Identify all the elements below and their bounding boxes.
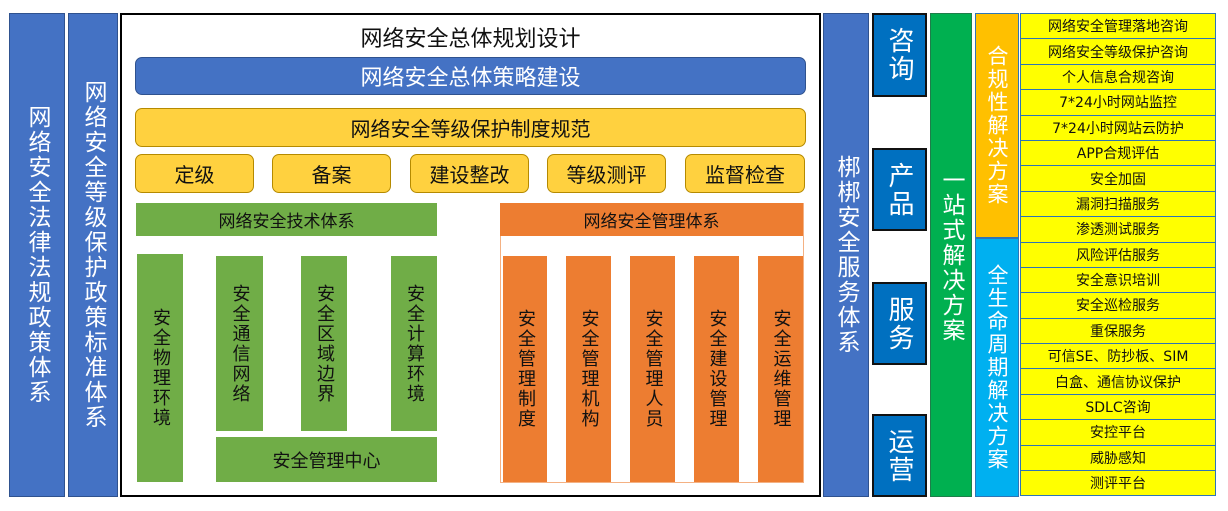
service-item: 风险评估服务 (1020, 241, 1216, 268)
main-panel (120, 13, 821, 497)
step-box: 备案 (272, 154, 391, 193)
service-item: 安全巡检服务 (1020, 292, 1216, 319)
tech-column: 安全区域边界 (301, 256, 347, 431)
service-item: APP合规评估 (1020, 139, 1216, 167)
policy-column: 网络安全法律法规政策体系 (9, 13, 65, 497)
mgmt-column: 安全建设管理 (694, 256, 739, 482)
security-management-center: 安全管理中心 (216, 437, 437, 482)
mgmt-system-header: 网络安全管理体系 (500, 203, 803, 236)
mgmt-column: 安全管理制度 (503, 256, 547, 482)
step-box: 等级测评 (547, 154, 666, 193)
service-item: 网络安全等级保护咨询 (1020, 38, 1216, 65)
standard-column: 网络安全等级保护政策标准体系 (68, 13, 118, 497)
one-stop-column: 一站式解决方案 (930, 13, 972, 497)
service-type-operation: 运营 (872, 414, 927, 497)
service-type-service: 服务 (872, 282, 927, 365)
tech-column: 安全物理环境 (137, 254, 183, 482)
service-item: 个人信息合规咨询 (1020, 63, 1216, 91)
service-item: 渗透测试服务 (1020, 216, 1216, 243)
mgmt-column: 安全管理人员 (630, 256, 675, 482)
service-item: 安全加固 (1020, 165, 1216, 192)
step-box: 监督检查 (685, 154, 805, 193)
service-item: 漏洞扫描服务 (1020, 190, 1216, 218)
service-item: 测评平台 (1020, 470, 1216, 497)
step-box: 定级 (135, 154, 254, 193)
service-item: 网络安全管理落地咨询 (1020, 13, 1216, 40)
service-item: 威胁感知 (1020, 444, 1216, 472)
regulation-bar: 网络安全等级保护制度规范 (135, 108, 806, 147)
service-item: 安全意识培训 (1020, 266, 1216, 294)
service-item: 7*24小时网站监控 (1020, 89, 1216, 116)
service-item: 7*24小时网站云防护 (1020, 114, 1216, 141)
service-item: 可信SE、防抄板、SIM (1020, 343, 1216, 370)
lifecycle-column: 全生命周期解决方案 (975, 238, 1019, 497)
mgmt-column: 安全管理机构 (566, 256, 611, 482)
service-type-consulting: 咨询 (872, 13, 927, 97)
step-box: 建设整改 (410, 154, 529, 193)
tech-column: 安全通信网络 (216, 256, 263, 431)
mgmt-column: 安全运维管理 (758, 256, 803, 482)
tech-system-header: 网络安全技术体系 (136, 203, 437, 236)
tech-column: 安全计算环境 (391, 256, 437, 431)
service-item: SDLC咨询 (1020, 393, 1216, 421)
service-system-column: 梆梆安全服务体系 (823, 13, 869, 497)
service-item: 重保服务 (1020, 317, 1216, 345)
compliance-column: 合规性解决方案 (975, 13, 1019, 238)
service-type-product: 产品 (872, 148, 927, 231)
main-title: 网络安全总体规划设计 (360, 27, 581, 52)
service-item: 安控平台 (1020, 419, 1216, 446)
strategy-bar: 网络安全总体策略建设 (135, 57, 806, 95)
service-item: 白盒、通信协议保护 (1020, 368, 1216, 395)
